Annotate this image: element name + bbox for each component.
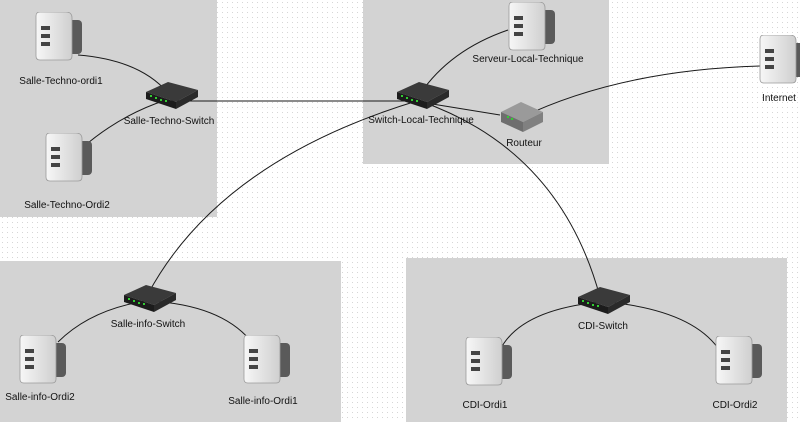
switch-icon[interactable] xyxy=(397,82,451,110)
label-salle-techno-switch: Salle-Techno-Switch xyxy=(123,116,215,127)
label-switch-local-technique: Switch-Local-Technique xyxy=(368,115,474,126)
switch-icon[interactable] xyxy=(124,285,178,313)
label-salle-info-ordi2: Salle-info-Ordi2 xyxy=(5,392,75,403)
server-icon[interactable] xyxy=(42,133,94,183)
label-routeur: Routeur xyxy=(506,138,542,149)
label-salle-techno-ordi2: Salle-Techno-Ordi2 xyxy=(24,200,110,211)
server-icon[interactable] xyxy=(16,335,68,385)
label-cdi-switch: CDI-Switch xyxy=(577,321,629,332)
server-icon[interactable] xyxy=(712,336,764,386)
server-icon[interactable] xyxy=(240,335,292,385)
switch-icon[interactable] xyxy=(146,82,200,110)
router-icon[interactable] xyxy=(499,100,545,134)
label-salle-techno-ordi1: Salle-Techno-ordi1 xyxy=(19,76,103,87)
switch-icon[interactable] xyxy=(578,287,632,315)
label-salle-info-switch: Salle-info-Switch xyxy=(110,319,186,330)
link-local-switch-cdi-switch xyxy=(419,100,601,298)
label-cdi-ordi1: CDI-Ordi1 xyxy=(462,400,508,411)
server-icon[interactable] xyxy=(32,12,84,62)
zone-salle-info xyxy=(0,261,341,422)
server-icon[interactable] xyxy=(505,2,557,52)
link-routeur-internet xyxy=(519,65,761,119)
label-internet: Internet xyxy=(762,93,796,104)
server-icon[interactable] xyxy=(462,337,514,387)
label-salle-info-ordi1: Salle-info-Ordi1 xyxy=(228,396,298,407)
label-serveur-local-technique: Serveur-Local-Technique xyxy=(472,54,584,65)
server-icon[interactable] xyxy=(756,35,800,85)
link-local-switch-info-switch xyxy=(147,99,421,295)
zone-local-technique xyxy=(363,0,609,164)
label-cdi-ordi2: CDI-Ordi2 xyxy=(712,400,758,411)
